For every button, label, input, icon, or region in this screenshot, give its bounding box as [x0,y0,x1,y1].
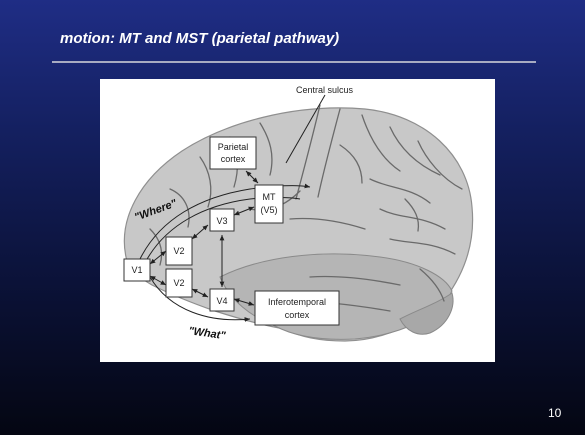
what-pathway-label: "What" [188,325,227,342]
inferotemporal-label-line1: Inferotemporal [268,297,326,307]
central-sulcus-label: Central sulcus [296,85,354,95]
inferotemporal-cortex-box: Inferotemporal cortex [254,290,340,326]
v2-lower-label: V2 [173,278,184,288]
v4-label: V4 [216,296,227,306]
brain-diagram-svg: Central sulcus [123,85,474,342]
pathway-arrows [139,170,311,322]
brain-diagram: Central sulcus [100,79,495,362]
v1-box: V1 [123,258,151,282]
inferotemporal-label-line2: cortex [285,310,310,320]
v1-label: V1 [131,265,142,275]
v2-upper-label: V2 [173,246,184,256]
mt-v5-box: MT (V5) [254,184,284,224]
v5-label: (V5) [260,205,277,215]
parietal-label-line2: cortex [221,154,246,164]
v3-label: V3 [216,216,227,226]
slide-title: motion: MT and MST (parietal pathway) [60,30,340,47]
mt-label: MT [263,192,276,202]
v4-box: V4 [209,288,235,312]
cerebellum [399,292,454,335]
parietal-label-line1: Parietal [218,142,249,152]
v3-box: V3 [209,208,235,232]
title-divider [52,61,536,63]
v2-upper-box: V2 [165,236,193,266]
parietal-cortex-box: Parietal cortex [209,136,257,170]
central-sulcus-leader [285,94,326,164]
page-number: 10 [548,406,562,420]
v2-lower-box: V2 [165,268,193,298]
